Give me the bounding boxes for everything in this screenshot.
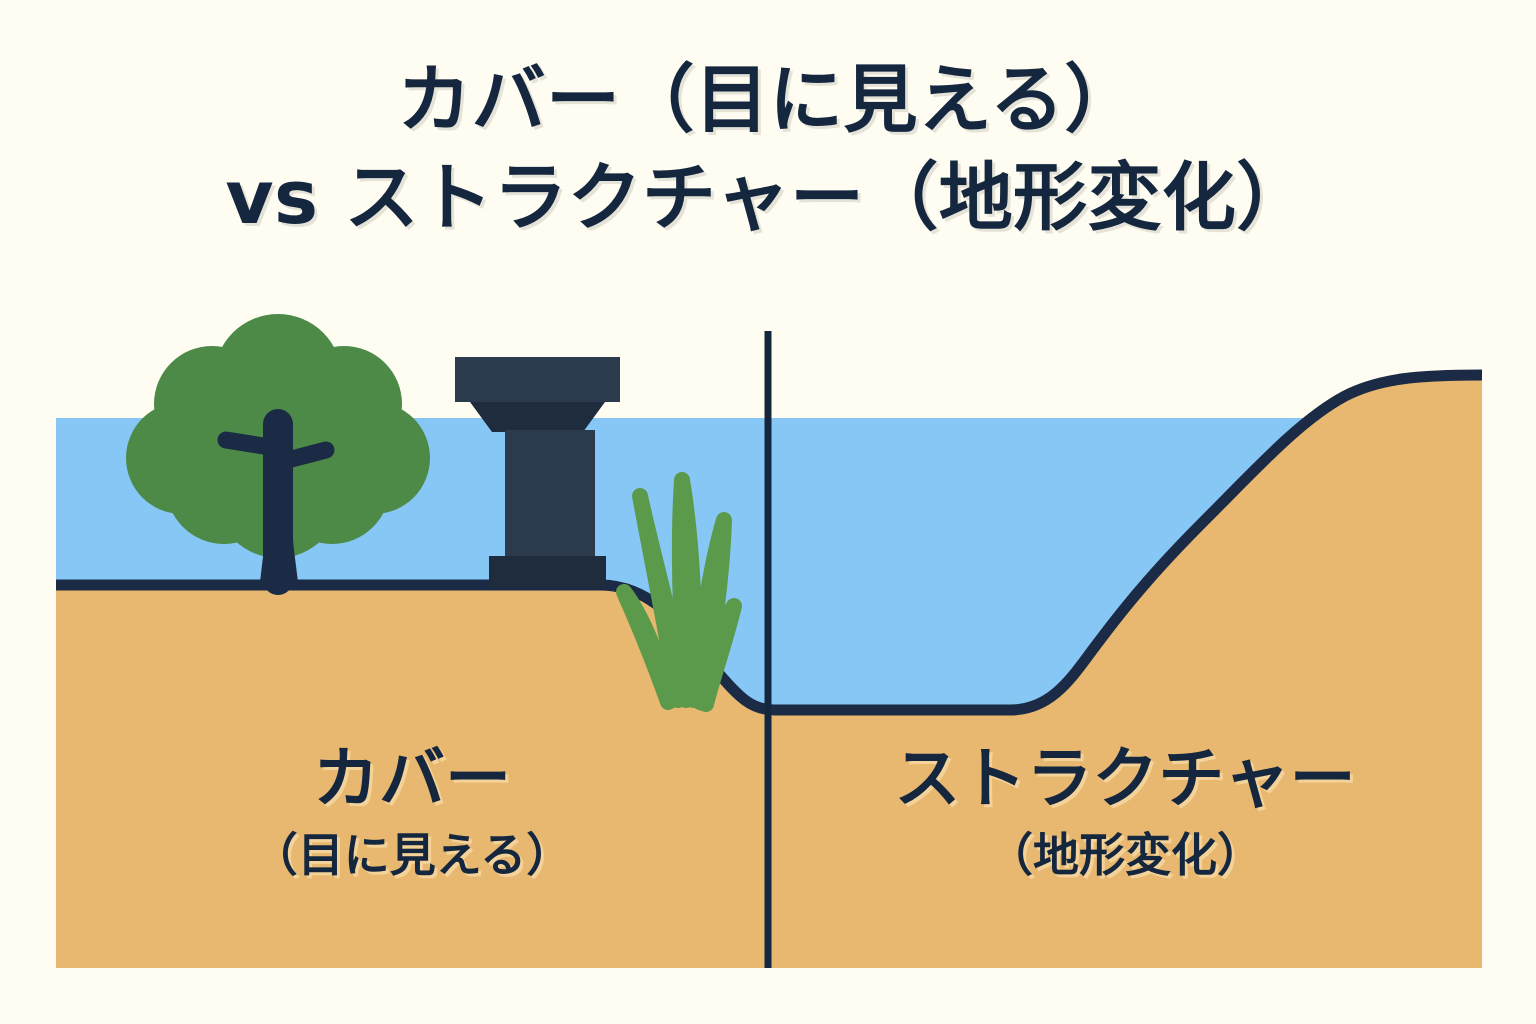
pier-cap <box>455 357 620 402</box>
pier-collar <box>470 402 605 432</box>
tree-trunk-flare <box>260 520 298 582</box>
bridge-pier <box>455 357 620 588</box>
tree-canopy <box>126 314 430 558</box>
tree <box>126 314 430 595</box>
weed-clump <box>616 472 742 712</box>
bottom-contour-fill <box>56 375 1482 968</box>
pier-base <box>489 556 606 588</box>
pier-column <box>505 430 595 558</box>
